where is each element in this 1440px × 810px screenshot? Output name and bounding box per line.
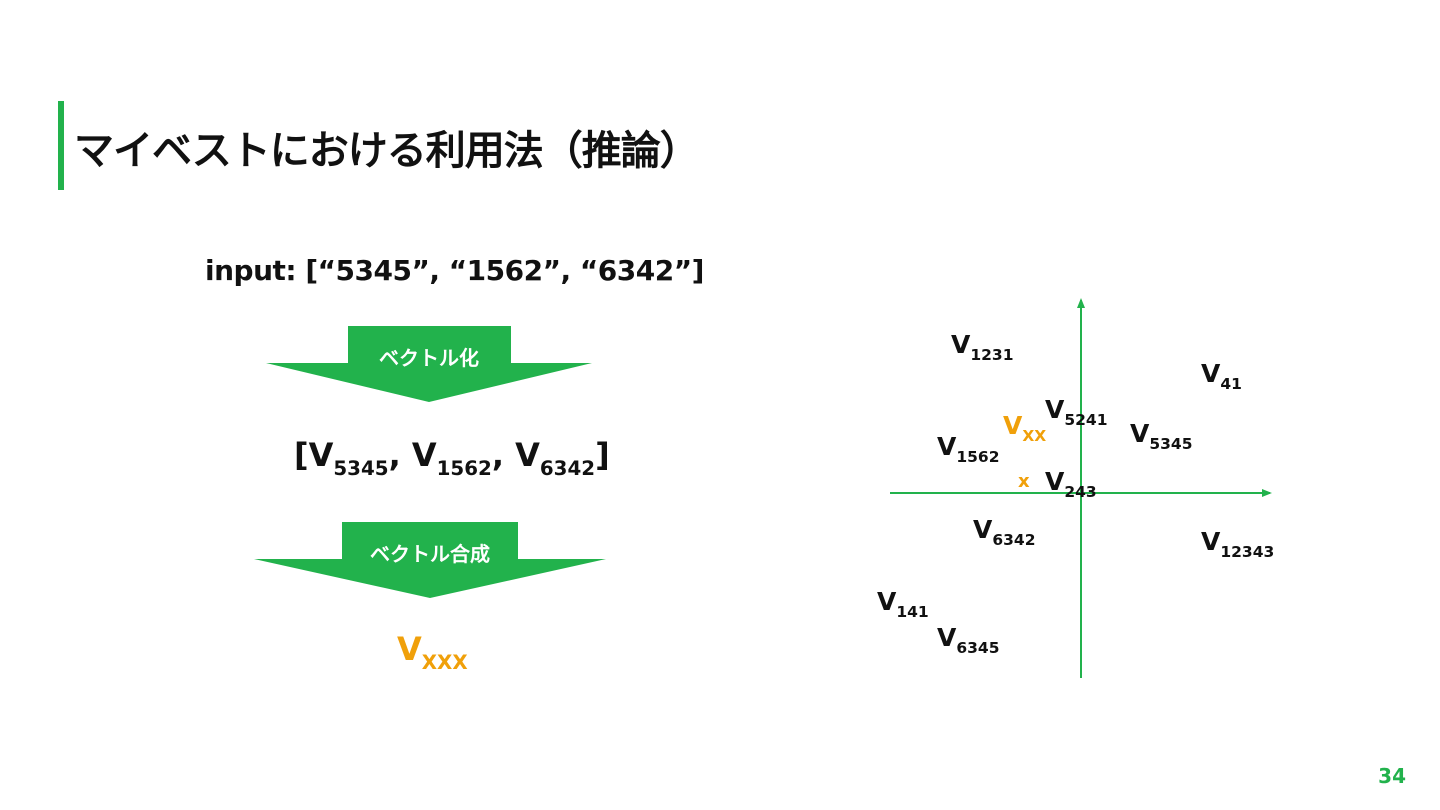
vector-label: V1231: [951, 330, 1014, 364]
vector-label: V12343: [1201, 527, 1275, 561]
vector-label: V5241: [1045, 395, 1108, 429]
vector-base: V: [308, 436, 334, 474]
result-base: V: [397, 630, 422, 668]
vectorize-label: ベクトル化: [379, 346, 479, 370]
vector-item: V1562: [411, 436, 492, 478]
input-line: input: [“5345”, “1562”, “6342”]: [205, 254, 704, 287]
vector-item: V6342: [515, 436, 595, 478]
page-number: 34: [1378, 764, 1406, 788]
close-bracket: ]: [595, 436, 610, 474]
compose-arrow: ベクトル合成: [254, 522, 606, 598]
vector-subscript: 5345: [333, 456, 389, 480]
slide-title: マイベストにおける利用法（推論）: [74, 128, 700, 174]
compose-label: ベクトル合成: [370, 542, 490, 566]
vector-label-highlight: VXX: [1003, 411, 1047, 445]
vector-item: V5345: [308, 436, 389, 478]
vector-base: V: [515, 436, 540, 474]
vector-label: V6345: [937, 623, 1000, 657]
title-accent-bar: [58, 101, 64, 190]
vector-base: V: [411, 436, 437, 474]
separator: ,: [491, 436, 504, 474]
separator: ,: [388, 436, 401, 474]
vector-subscript: 6342: [539, 456, 596, 480]
vector-label: V5345: [1130, 419, 1193, 453]
vector-list: [V5345, V1562, V6342]: [294, 436, 610, 478]
down-arrow-icon: [254, 522, 606, 598]
down-arrow-icon: [266, 326, 592, 402]
vector-label: V1562: [937, 432, 1000, 466]
vector-label: V243: [1045, 467, 1097, 501]
vectorize-arrow: ベクトル化: [266, 326, 592, 402]
composite-point-mark: x: [1018, 471, 1030, 492]
result-vector: VXXX: [397, 630, 468, 672]
vector-label: V141: [877, 587, 929, 621]
vector-label: V6342: [973, 515, 1036, 549]
vector-subscript: 1562: [436, 456, 492, 480]
open-bracket: [: [294, 436, 309, 474]
result-subscript: XXX: [421, 650, 468, 674]
vector-label: V41: [1201, 359, 1242, 393]
